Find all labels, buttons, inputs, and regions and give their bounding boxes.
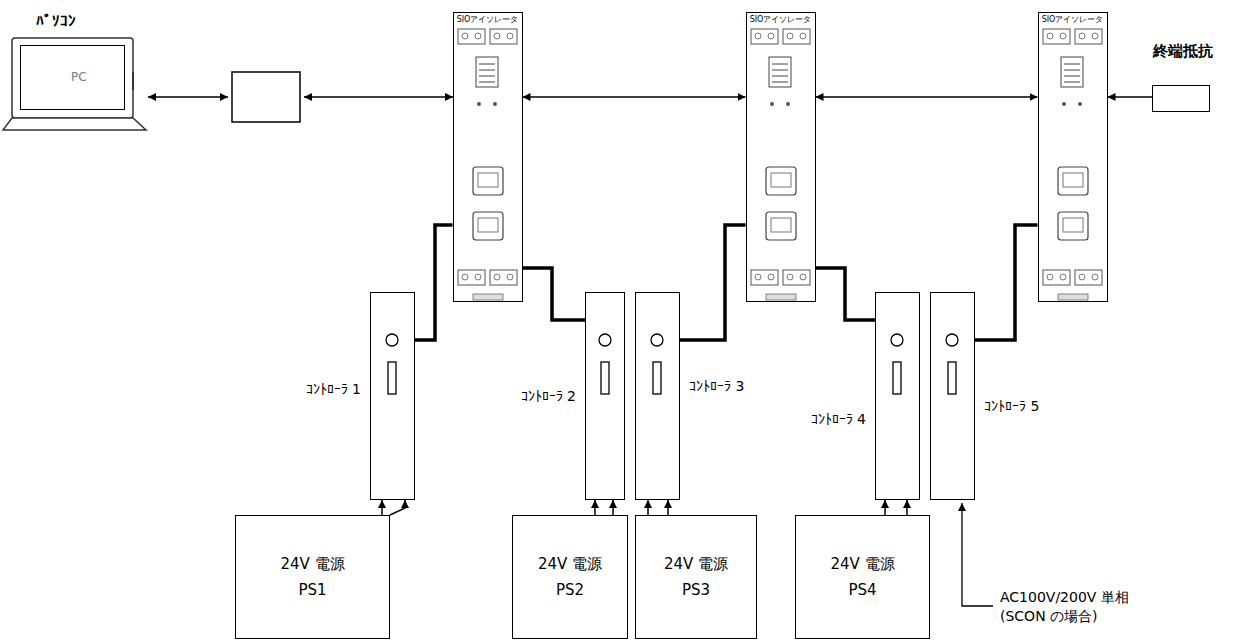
screen-text: PC bbox=[71, 70, 87, 84]
supply-id: PS1 bbox=[298, 581, 326, 599]
supply-label: 24V 電源 bbox=[830, 555, 894, 573]
relay-detail bbox=[458, 29, 517, 300]
unit-label: SIOアイソレータ bbox=[750, 15, 812, 25]
power-supply-box: 24V 電源 PS2 bbox=[512, 515, 628, 639]
connector-arrow bbox=[667, 500, 669, 515]
supply-id: PS3 bbox=[682, 581, 710, 599]
connector-arrow bbox=[1108, 96, 1153, 98]
connector-arrow bbox=[390, 500, 405, 515]
pc-label: ﾊﾟｿｺﾝ bbox=[36, 12, 76, 30]
power-supply-box: 24V 電源 PS1 bbox=[235, 515, 390, 639]
connector-arrow bbox=[523, 96, 746, 98]
connector-arrow bbox=[612, 500, 614, 515]
laptop bbox=[3, 38, 146, 130]
controller-box: ｺﾝﾄﾛｰﾗ 5 bbox=[930, 292, 975, 500]
controller-box: ｺﾝﾄﾛｰﾗ 1 bbox=[370, 292, 415, 500]
supply-id: PS4 bbox=[848, 581, 876, 599]
link-cable bbox=[680, 225, 746, 340]
connector-arrow bbox=[816, 96, 1038, 98]
pc-screen: ﾊﾟｿｺﾝPC bbox=[20, 45, 125, 110]
link-cable bbox=[975, 225, 1038, 340]
terminator-box: 終端抵抗 bbox=[1152, 85, 1210, 112]
controller-label: ｺﾝﾄﾛｰﾗ 4 bbox=[811, 411, 866, 428]
converter-box bbox=[232, 72, 300, 122]
sio-unit: SIOアイソレータ bbox=[1038, 12, 1108, 302]
supply-label: 24V 電源 bbox=[280, 555, 344, 573]
controller-label: ｺﾝﾄﾛｰﾗ 5 bbox=[984, 398, 1039, 415]
supply-label: 24V 電源 bbox=[664, 555, 728, 573]
note-label: AC100V/200V 単相 (SCON の場合) bbox=[1000, 588, 1150, 626]
supply-id: PS2 bbox=[556, 581, 584, 599]
sio-unit: SIOアイソレータ bbox=[746, 12, 816, 302]
link-cable bbox=[415, 225, 453, 340]
controller-box: ｺﾝﾄﾛｰﾗ 3 bbox=[635, 292, 680, 500]
connector-arrow bbox=[594, 500, 596, 515]
terminator-label: 終端抵抗 bbox=[1153, 42, 1213, 60]
controller-label: ｺﾝﾄﾛｰﾗ 3 bbox=[689, 378, 744, 395]
link-cable bbox=[523, 268, 586, 320]
connector-arrow bbox=[381, 500, 383, 515]
connector-arrow bbox=[906, 500, 908, 515]
relay-detail bbox=[1043, 29, 1102, 300]
unit-label: SIOアイソレータ bbox=[457, 15, 519, 25]
link-cable bbox=[816, 268, 876, 320]
cable-arrow bbox=[148, 96, 228, 98]
connector-arrow bbox=[884, 500, 886, 515]
sio-unit: SIOアイソレータ bbox=[453, 12, 523, 302]
leader-line bbox=[962, 503, 993, 606]
controller-detail bbox=[386, 334, 958, 394]
power-supply-box: 24V 電源 PS3 bbox=[635, 515, 757, 639]
controller-label: ｺﾝﾄﾛｰﾗ 1 bbox=[306, 381, 361, 398]
cable-arrow bbox=[304, 96, 453, 98]
power-supply-box: 24V 電源 PS4 bbox=[795, 515, 930, 639]
supply-label: 24V 電源 bbox=[538, 555, 602, 573]
unit-label: SIOアイソレータ bbox=[1042, 15, 1104, 25]
relay-detail bbox=[751, 29, 810, 300]
connector-arrow bbox=[647, 500, 649, 515]
controller-box: ｺﾝﾄﾛｰﾗ 2 bbox=[585, 292, 625, 500]
controller-label: ｺﾝﾄﾛｰﾗ 2 bbox=[521, 388, 576, 405]
controller-box: ｺﾝﾄﾛｰﾗ 4 bbox=[875, 292, 920, 500]
